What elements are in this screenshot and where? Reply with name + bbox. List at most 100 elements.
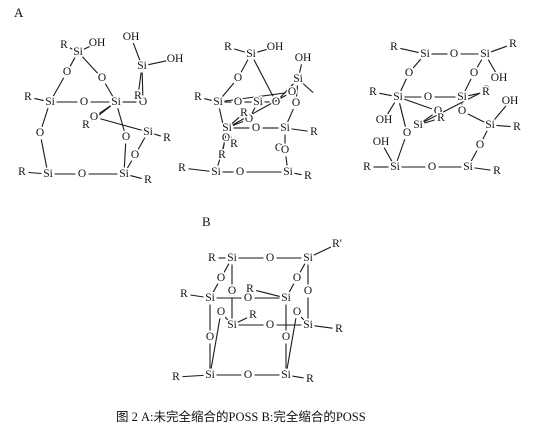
atom-label-o: O [234, 96, 242, 108]
bond-line [52, 77, 65, 97]
bond-line [423, 114, 433, 122]
atom-label-r: R [18, 166, 26, 178]
atom-label-o: O [292, 97, 300, 109]
atom-label-r: R [134, 90, 142, 102]
bond-line [424, 119, 435, 124]
atom-label-r: R [493, 165, 501, 177]
atom-label-si: Si [73, 46, 83, 58]
bond-line [221, 82, 235, 98]
atom-label-o: O [217, 272, 225, 284]
atom-label-oh: OH [89, 37, 106, 49]
panel-label-a: A [14, 5, 24, 20]
bond-line [467, 113, 485, 123]
atom-label-r: R [335, 323, 343, 335]
atom-label-si: Si [111, 96, 121, 108]
atom-label-r: R [230, 138, 238, 150]
atom-label-o: O [293, 306, 301, 318]
bond-line [188, 168, 210, 172]
atom-label-o: O [236, 166, 244, 178]
atom-label-o: O [482, 84, 490, 96]
bond-line [287, 108, 294, 123]
bond-line [83, 45, 92, 50]
atom-label-si: Si [205, 369, 215, 381]
atom-label-oh: OH [502, 95, 519, 107]
bond-line [400, 47, 419, 54]
bond-line [298, 64, 303, 73]
atom-label-o: O [245, 113, 253, 125]
atom-label-o: O [304, 285, 312, 297]
atom-label-o: O [139, 96, 147, 108]
bond-line [237, 317, 248, 323]
bond-line [229, 133, 232, 139]
atom-label-o: O [272, 96, 280, 108]
atom-label-o: O [217, 306, 225, 318]
bond-line [423, 92, 481, 123]
bond-line [137, 137, 146, 150]
atom-label-r: R' [332, 238, 342, 250]
atom-label-si: Si [281, 369, 291, 381]
atom-label-si: Si [485, 119, 495, 131]
atom-label-o: O [450, 48, 458, 60]
atom-label-si: Si [393, 91, 403, 103]
atom-label-o: O [424, 91, 432, 103]
atom-label-r: R [218, 149, 226, 161]
bond-line [400, 78, 407, 92]
bond-line [218, 108, 226, 132]
atom-label-si: Si [227, 319, 237, 331]
bond-line [232, 94, 287, 126]
atom-label-r: R [310, 126, 318, 138]
figure-caption: 图 2 A:未完全缩合的POSS B:完全缩合的POSS [116, 409, 366, 424]
atom-label-si: Si [205, 292, 215, 304]
atom-label-si: Si [293, 73, 303, 85]
atom-label-o: O [244, 292, 252, 304]
atom-label-oh: OH [373, 136, 390, 148]
atom-label-r: R [224, 41, 232, 53]
bond-line [399, 103, 406, 127]
atom-label-si: Si [281, 292, 291, 304]
atom-label-o: O [98, 72, 106, 84]
atom-label-o: O [36, 127, 44, 139]
atom-label-o: O [266, 252, 274, 264]
bond-line [295, 85, 299, 97]
atom-label-si: Si [390, 161, 400, 173]
bond-line [299, 263, 306, 273]
atom-label-r: R [304, 170, 312, 182]
panel-label-b: B [202, 214, 211, 229]
atom-label-r: R [240, 107, 248, 119]
atom-label-o: O [288, 86, 296, 98]
bond-line [90, 105, 112, 122]
atom-label-r: R [513, 121, 521, 133]
bond-line [224, 92, 286, 102]
atom-label-si: Si [143, 126, 153, 138]
bond-line [288, 283, 295, 293]
atom-label-o: O [434, 105, 442, 117]
atom-label-si: Si [213, 96, 223, 108]
atom-label-oh: OH [167, 53, 184, 65]
bond-line [383, 147, 393, 162]
bond-line [403, 98, 433, 110]
bond-line [148, 59, 169, 66]
bond-line [470, 150, 478, 162]
atom-label-o: O [244, 369, 252, 381]
atom-label-o: O [206, 331, 214, 343]
bond-line [190, 294, 204, 298]
bond-line [294, 172, 302, 176]
atom-label-si: Si [253, 96, 263, 108]
atom-label-o: O [476, 139, 484, 151]
atom-label-si: Si [457, 91, 467, 103]
atom-label-r: R [24, 91, 32, 103]
atom-label-o: O [90, 111, 98, 123]
atom-label-r: R [246, 283, 254, 295]
atom-label-si: Si [463, 161, 473, 173]
bond-line [234, 48, 245, 53]
bond-line [130, 175, 142, 179]
bond-line [256, 290, 280, 297]
bond-line [41, 108, 49, 127]
bond-line [212, 283, 219, 293]
atom-label-o: O [428, 161, 436, 173]
atom-label-r: R [163, 132, 171, 144]
atom-label-r: R [172, 371, 180, 383]
bond-line [493, 105, 507, 121]
